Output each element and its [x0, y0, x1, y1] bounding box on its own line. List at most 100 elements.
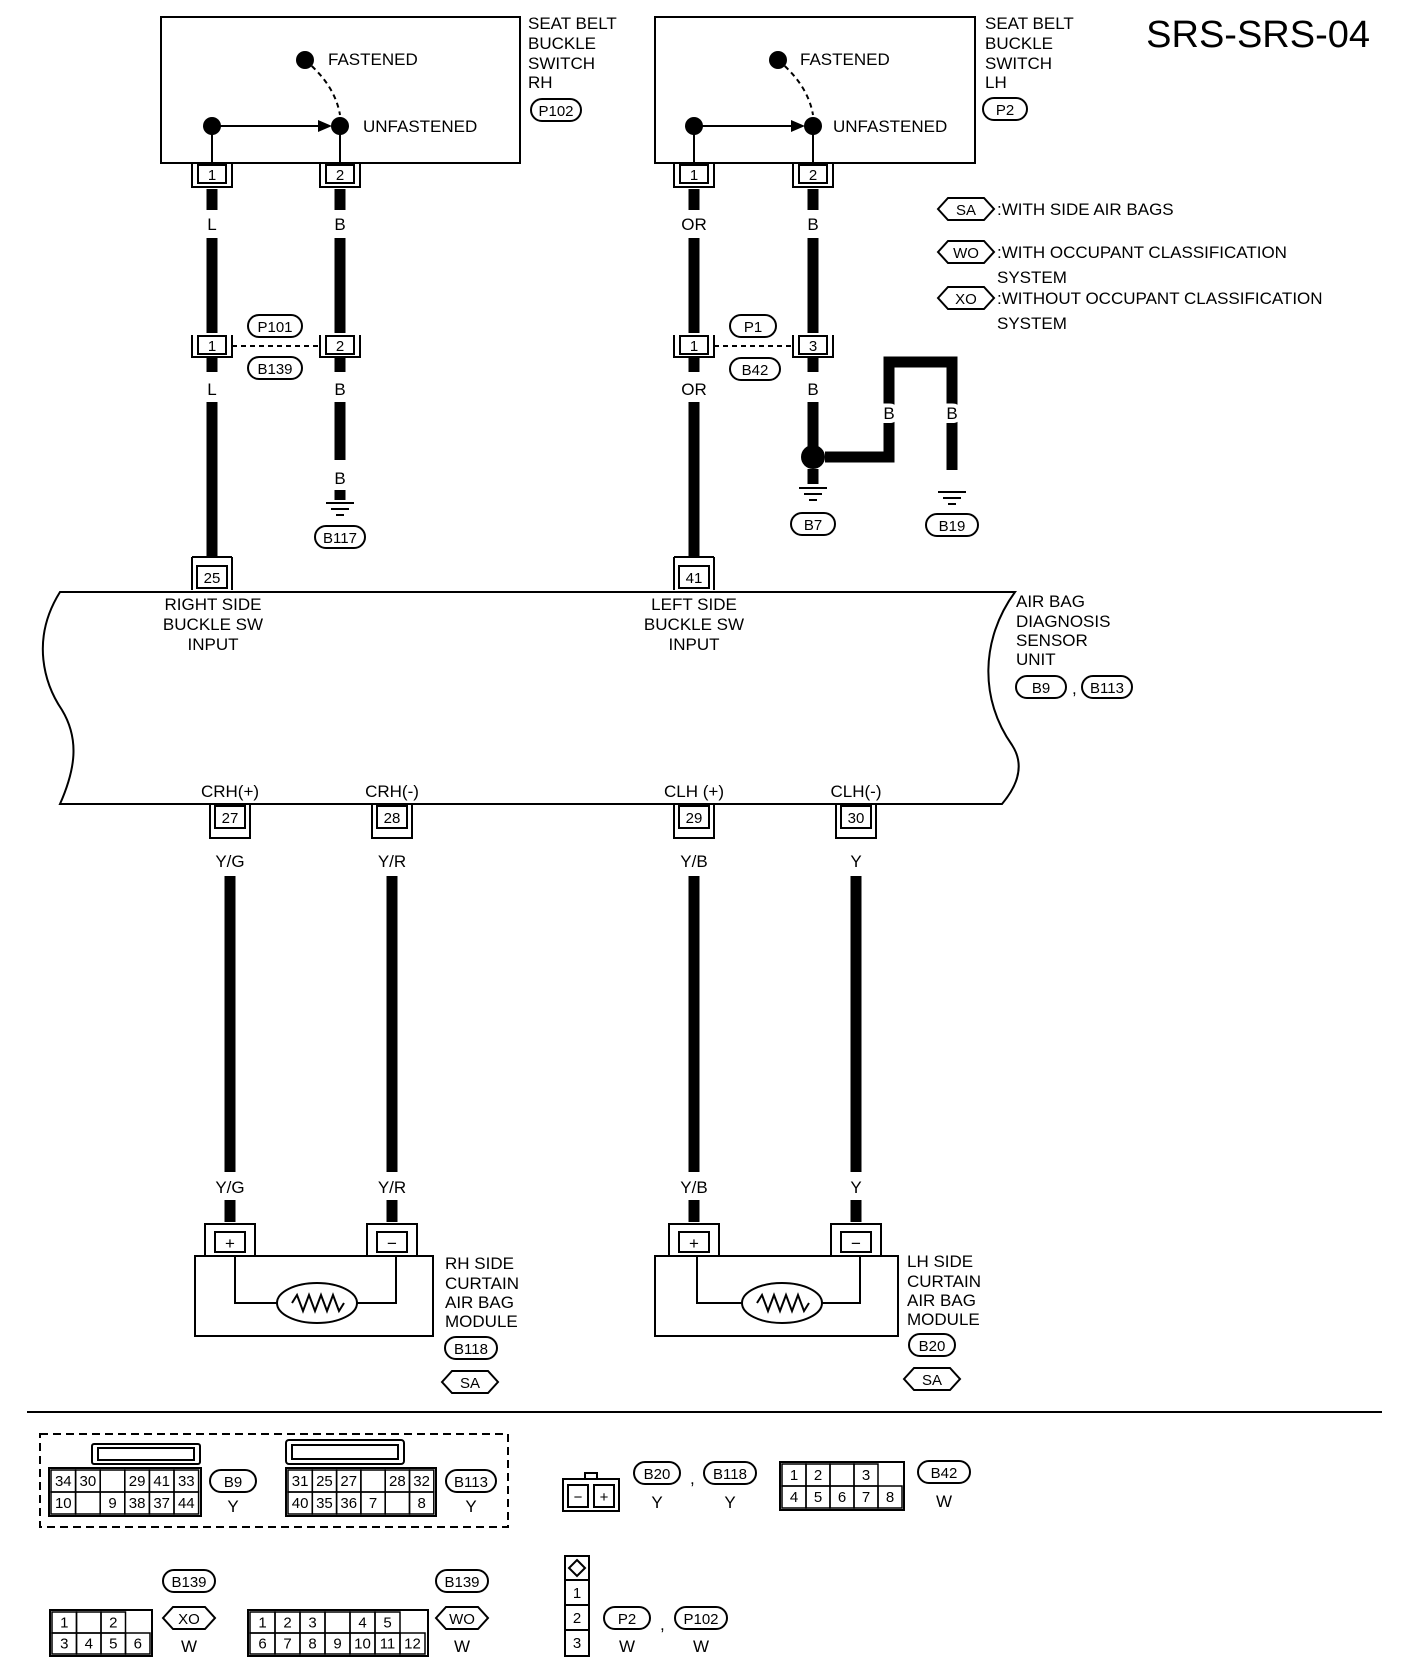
- wire-color-splice-b1: B: [883, 404, 894, 423]
- wire-color-yb-top: Y/B: [680, 852, 707, 871]
- wire-color-y-top: Y: [850, 852, 861, 871]
- switch-lh-name-2: BUCKLE: [985, 34, 1053, 53]
- b42-pin-row2-4-cell: [877, 1485, 903, 1509]
- b9-pin-row1-1: 30: [80, 1473, 97, 1490]
- connector-tag-b139: B139: [257, 361, 292, 378]
- wire-color-lh-b-mid: B: [807, 380, 818, 399]
- module-rh-minus: −: [387, 1234, 397, 1253]
- connector-view-b113-id: B113: [454, 1474, 488, 1491]
- b9-pin-row2-2: 9: [108, 1495, 116, 1512]
- b139_wo-pin-row1-0: 1: [258, 1615, 266, 1632]
- wire-color-splice-b2: B: [946, 404, 957, 423]
- output-label-clh-plus: CLH (+): [664, 782, 724, 801]
- b113-pin-row1-2: 27: [340, 1473, 357, 1490]
- module-rh-name-3: AIR BAG: [445, 1293, 514, 1312]
- unit-pin-30: 30: [848, 810, 865, 827]
- connector-tag-b9: B9: [1032, 680, 1050, 697]
- legend-text-wo: :WITH OCCUPANT CLASSIFICATION: [997, 243, 1287, 262]
- connector-view-p2-color: W: [619, 1637, 635, 1656]
- connector-view-b9-color: Y: [227, 1497, 238, 1516]
- legend-text-xo-2: SYSTEM: [997, 314, 1067, 333]
- module-rh-name-2: CURTAIN: [445, 1274, 519, 1293]
- unit-connector-comma: ,: [1072, 679, 1077, 698]
- b42-pin-row1-2-cell: [829, 1463, 855, 1487]
- b139_wo-pin-row2-6: 12: [404, 1636, 421, 1653]
- b139_wo-pin-row2-4: 10: [354, 1636, 371, 1653]
- connector-view-p2-comma: ,: [660, 1615, 665, 1634]
- b139_xo-pin-row2-3: 6: [134, 1636, 142, 1653]
- connector-view-p2-pin-2: 2: [573, 1610, 581, 1627]
- b9-pin-row2-4: 37: [153, 1495, 170, 1512]
- switch-lh-name-3: SWITCH: [985, 54, 1052, 73]
- b113-pin-row2-5-cell: [408, 1491, 435, 1515]
- connector-view-b20-comma: ,: [690, 1469, 695, 1488]
- rh-curtain-air-bag-module: + − RH SIDE CURTAIN AIR BAG MODULE B118 …: [194, 1223, 519, 1394]
- module-lh-plus: +: [689, 1234, 699, 1253]
- b113-pin-row1-0: 31: [292, 1473, 309, 1490]
- output-label-clh-minus: CLH(-): [831, 782, 882, 801]
- diagram-title: SRS-SRS-04: [1146, 14, 1370, 56]
- legend-text-sa: :WITH SIDE AIR BAGS: [997, 200, 1174, 219]
- lh-input-2: BUCKLE SW: [644, 615, 744, 634]
- unit-name-1: AIR BAG: [1016, 592, 1085, 611]
- connector-view-b9-id: B9: [224, 1474, 242, 1491]
- seat-belt-switch-rh: FASTENED UNFASTENED SEAT BELT BUCKLE SWI…: [160, 14, 617, 188]
- rh-input-1: RIGHT SIDE: [165, 595, 262, 614]
- b113-pin-row1-5: 32: [413, 1473, 430, 1490]
- b42-pin-row2-2: 6: [838, 1489, 846, 1506]
- wire-color-lh-or-top: OR: [681, 215, 707, 234]
- legend-code-wo: WO: [953, 245, 979, 262]
- connector-view-b139-xo-option: XO: [178, 1611, 200, 1628]
- b42-pin-row1-1: 2: [814, 1467, 822, 1484]
- b9-pin-row1-0: 34: [55, 1473, 72, 1490]
- b9-pin-row1-4: 41: [153, 1473, 170, 1490]
- connector-view-b139-wo-option: WO: [449, 1611, 475, 1628]
- connector-tag-b20: B20: [919, 1338, 946, 1355]
- wire-color-yg-top: Y/G: [215, 852, 244, 871]
- joint-rh-pin-1: 1: [208, 338, 216, 355]
- b113-pin-row1-3-cell: [360, 1469, 386, 1493]
- connector-view-b139-xo-color: W: [181, 1637, 197, 1656]
- connector-view-b20-id: B20: [644, 1466, 671, 1483]
- switch-lh-pin-1: 1: [690, 167, 698, 184]
- b113-pin-row2-0: 40: [292, 1495, 309, 1512]
- lh-input-1: LEFT SIDE: [651, 595, 737, 614]
- connector-view-b20-color: Y: [651, 1493, 662, 1512]
- unit-connector-group: [39, 1433, 509, 1528]
- module-lh-name-2: CURTAIN: [907, 1272, 981, 1291]
- wire-color-yg-bottom: Y/G: [215, 1178, 244, 1197]
- b139_xo-pin-row1-2: 2: [109, 1615, 117, 1632]
- connector-view-b42-color: W: [936, 1492, 952, 1511]
- joint-connector-p1-b42: 1 3 P1 B42: [673, 314, 834, 381]
- b139_wo-pin-row2-6-cell: [399, 1632, 426, 1655]
- legend-text-wo-2: SYSTEM: [997, 268, 1067, 287]
- b9-pin-row2-5: 44: [178, 1495, 195, 1512]
- fastened-label-rh: FASTENED: [328, 50, 418, 69]
- connector-tag-p1: P1: [744, 319, 762, 336]
- b113-pin-row2-5: 8: [417, 1495, 425, 1512]
- ground-tag-b7: B7: [804, 517, 822, 534]
- joint-connector-p101-b139: 1 2 P101 B139: [191, 314, 361, 380]
- splice-point: [801, 445, 825, 469]
- output-pin-28: 28: [371, 804, 413, 839]
- output-pin-29: 29: [673, 804, 715, 839]
- output-label-crh-minus: CRH(-): [365, 782, 419, 801]
- module-lh-name-4: MODULE: [907, 1310, 980, 1329]
- wire-color-rh-l-top: L: [207, 215, 216, 234]
- legend: SA :WITH SIDE AIR BAGS WO :WITH OCCUPANT…: [936, 197, 1323, 333]
- switch-rh-name-4: RH: [528, 73, 553, 92]
- b113-pin-row1-4: 28: [389, 1473, 406, 1490]
- ground-symbol-b19: [938, 491, 966, 505]
- unit-name-4: UNIT: [1016, 650, 1056, 669]
- b139_wo-pin-row2-0: 6: [258, 1636, 266, 1653]
- b42-pin-row1-3: 3: [862, 1467, 870, 1484]
- fastened-label-lh: FASTENED: [800, 50, 890, 69]
- rh-input-3: INPUT: [188, 635, 239, 654]
- output-pin-27: 27: [209, 804, 251, 839]
- ground-tag-b117: B117: [323, 530, 357, 547]
- connector-view-p2-p102: 1 2 3 P2 , P102 W W: [564, 1555, 728, 1657]
- b42-pin-row2-3: 7: [862, 1489, 870, 1506]
- b139_wo-pin-row1-2: 3: [308, 1615, 316, 1632]
